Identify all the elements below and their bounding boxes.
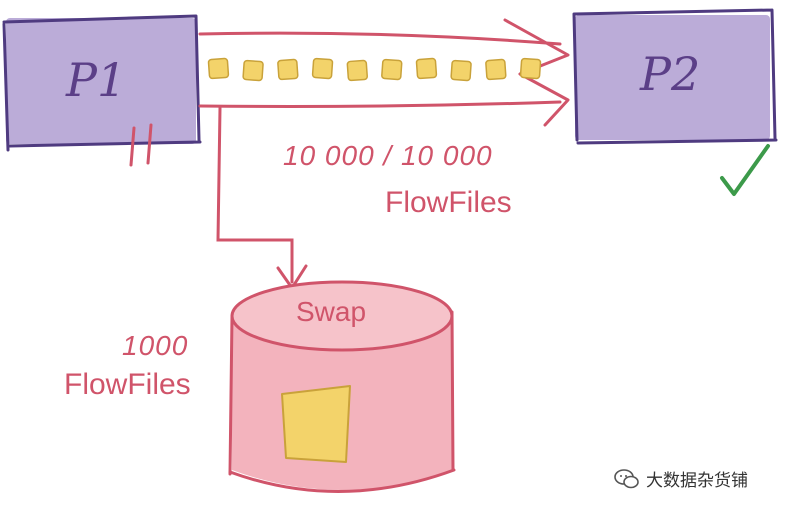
processor-p2-box	[575, 15, 770, 140]
flowfile-box	[277, 58, 299, 81]
flowfile-box	[242, 59, 264, 82]
processor-p1-label: P1	[66, 53, 127, 107]
swap-sides	[228, 310, 455, 476]
swap-unit-label: FlowFiles	[64, 368, 191, 401]
connection-queue[interactable]	[198, 18, 570, 127]
swap-connection-line	[216, 106, 294, 284]
pause-icon	[129, 123, 153, 167]
flowfile-queue	[207, 57, 542, 82]
wechat-icon	[614, 468, 639, 488]
flowfile-box	[450, 59, 472, 82]
swap-flowfile	[281, 385, 351, 463]
watermark-text: 大数据杂货铺	[646, 471, 748, 491]
connection-line-top	[198, 31, 562, 46]
flowfile-box	[207, 57, 230, 80]
swap-cylinder[interactable]	[228, 280, 456, 493]
processor-p2-label: P2	[640, 47, 701, 101]
swap-bottom	[228, 468, 456, 493]
flowfile-box	[381, 58, 403, 81]
swap-count-label: 1000	[122, 330, 189, 361]
connection-line-bottom	[198, 100, 562, 108]
flowfile-box	[485, 58, 507, 81]
check-icon	[720, 144, 770, 196]
connection-arrowhead-bottom	[518, 72, 570, 127]
queue-unit-label: FlowFiles	[385, 186, 512, 219]
processor-p1-box	[6, 18, 196, 144]
flowfile-box	[346, 59, 368, 82]
queue-count-label: 10 000 / 10 000	[283, 140, 493, 171]
processor-p2-border	[572, 8, 778, 145]
swap-title: Swap	[296, 296, 367, 327]
watermark: 大数据杂货铺	[614, 466, 748, 491]
flowfile-box	[311, 57, 334, 80]
processor-p2[interactable]	[572, 8, 778, 145]
processor-p1-border	[2, 14, 202, 152]
flowfile-box	[519, 57, 542, 80]
processor-p1[interactable]	[2, 14, 202, 152]
flowfile-box	[415, 57, 438, 80]
